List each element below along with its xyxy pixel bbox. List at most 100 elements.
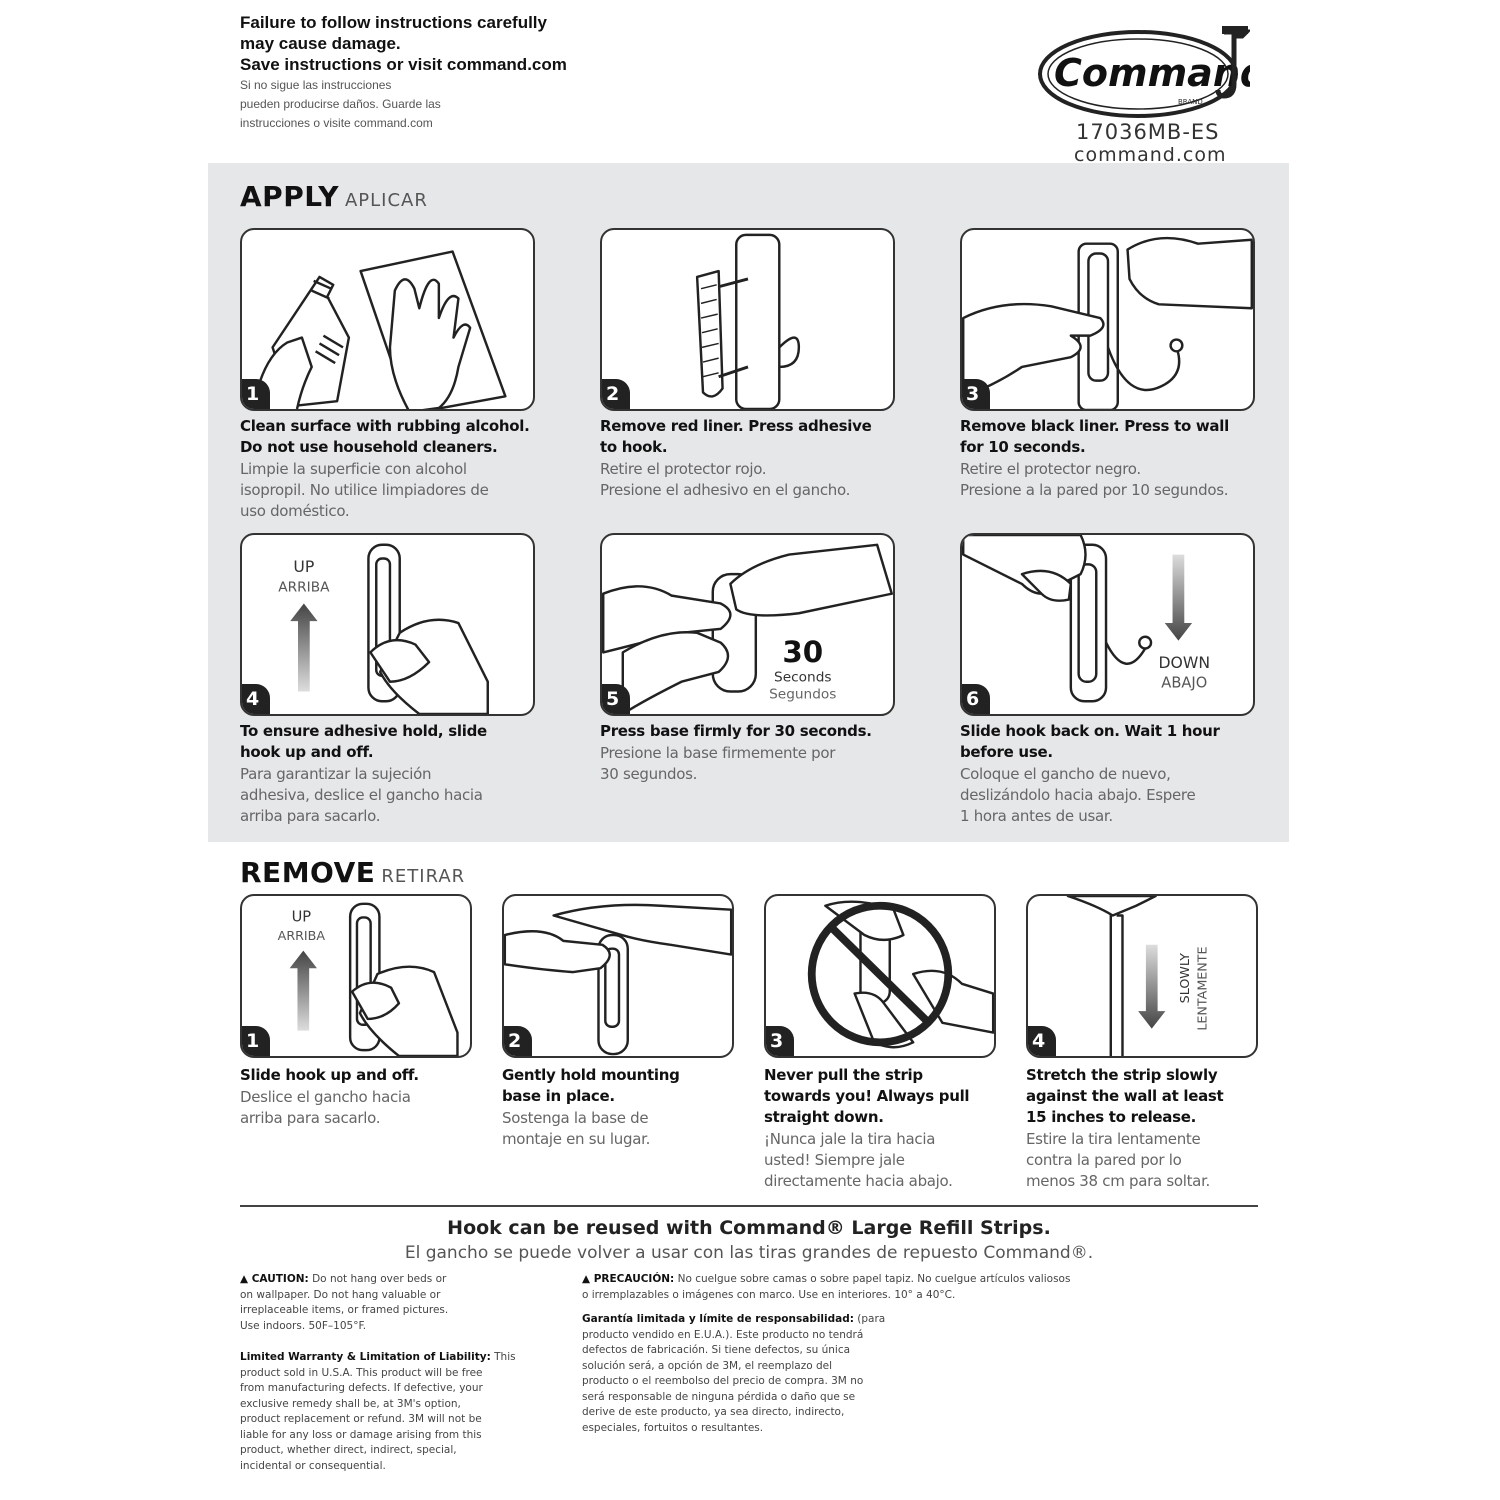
caption-es-line: usted! Siempre jale bbox=[764, 1151, 905, 1169]
slide-up-icon: UP ARRIBA bbox=[278, 902, 459, 1056]
step-number-badge: 3 bbox=[962, 379, 990, 409]
fine-line: irreplaceable items, or framed pictures. bbox=[240, 1304, 449, 1316]
reuse-note-en: Hook can be reused with Command® Large R… bbox=[447, 1217, 1051, 1239]
step-number-badge: 2 bbox=[504, 1026, 532, 1056]
caption-es-line: 30 segundos. bbox=[600, 765, 698, 783]
caption-en-line: straight down. bbox=[764, 1108, 884, 1126]
slide-up-icon: UP ARRIBA bbox=[278, 543, 489, 714]
caption-en-line: 15 inches to release. bbox=[1026, 1108, 1197, 1126]
step-number-badge: 2 bbox=[602, 379, 630, 409]
warranty-label: Limited Warranty & Limitation of Liabili… bbox=[240, 1351, 491, 1363]
caption-es-line: arriba para sacarlo. bbox=[240, 1109, 381, 1127]
caption-es-line: Presione la base firmemente por bbox=[600, 744, 836, 762]
apply-step-4-illustration: UP ARRIBA 4 bbox=[240, 533, 535, 716]
step-number-badge: 5 bbox=[602, 684, 630, 714]
precaucion-label: ▲ PRECAUCIÓN: bbox=[582, 1273, 675, 1285]
caption-es-line: Sostenga la base de bbox=[502, 1109, 649, 1127]
warning-en-line: Save instructions or visit command.com bbox=[240, 55, 567, 74]
warning-es: Si no sigue las instrucciones pueden pro… bbox=[240, 76, 660, 133]
caption-en-line: Press base firmly for 30 seconds. bbox=[600, 722, 872, 740]
fine-line: solución será, a opción de 3M, el reempl… bbox=[582, 1359, 833, 1372]
up-label: UP bbox=[292, 908, 312, 925]
step-number-badge: 4 bbox=[1028, 1026, 1056, 1056]
caption-en-line: Remove black liner. Press to wall bbox=[960, 417, 1229, 435]
caption-es-line: Retire el protector rojo. bbox=[600, 460, 767, 478]
step-number-badge: 4 bbox=[242, 684, 270, 714]
lentamente-label: LENTAMENTE bbox=[1194, 946, 1209, 1030]
fine-line: liable for any loss or damage arising fr… bbox=[240, 1428, 482, 1441]
remove-title-es: RETIRAR bbox=[381, 866, 466, 887]
caption-en-line: Never pull the strip bbox=[764, 1066, 923, 1084]
warning-block: Failure to follow instructions carefully… bbox=[240, 12, 660, 133]
caption-es-line: montaje en su lugar. bbox=[502, 1130, 651, 1148]
warning-en-line: Failure to follow instructions carefully bbox=[240, 13, 547, 32]
arriba-label: ARRIBA bbox=[278, 580, 330, 596]
apply-step-1-illustration: 1 bbox=[240, 228, 535, 411]
caption-en-line: towards you! Always pull bbox=[764, 1087, 970, 1105]
segundos-label: Segundos bbox=[769, 686, 836, 702]
fine-line: producto o el reembolso del precio de co… bbox=[582, 1375, 864, 1387]
up-label: UP bbox=[293, 557, 314, 576]
apply-step-6-illustration: DOWN ABAJO 6 bbox=[960, 533, 1255, 716]
caption-es-line: Coloque el gancho de nuevo, bbox=[960, 765, 1171, 783]
warranty-en: Limited Warranty & Limitation of Liabili… bbox=[240, 1350, 540, 1474]
fine-line: Do not hang over beds or bbox=[312, 1273, 447, 1285]
remove-step-1-caption: Slide hook up and off. Deslice el gancho… bbox=[240, 1065, 472, 1129]
apply-title-en: APPLY bbox=[240, 180, 339, 213]
fine-line: defectos de fabricación. Si tiene defect… bbox=[582, 1344, 851, 1356]
caption-en-line: to hook. bbox=[600, 438, 668, 456]
caption-en-line: against the wall at least bbox=[1026, 1087, 1224, 1105]
fine-line: on wallpaper. Do not hang valuable or bbox=[240, 1288, 441, 1301]
caption-en-line: Do not use household cleaners. bbox=[240, 438, 498, 456]
step-number-badge: 6 bbox=[962, 684, 990, 714]
caution-label: ▲ CAUTION: bbox=[240, 1273, 309, 1285]
apply-step-1-caption: Clean surface with rubbing alcohol. Do no… bbox=[240, 416, 540, 522]
caption-es-line: Para garantizar la sujeción bbox=[240, 765, 432, 783]
remove-step-3-illustration: 3 bbox=[764, 894, 996, 1058]
caption-en-line: before use. bbox=[960, 743, 1053, 761]
remove-step-2-illustration: 2 bbox=[502, 894, 734, 1058]
down-label: DOWN bbox=[1159, 653, 1211, 672]
fine-line: This bbox=[494, 1351, 516, 1363]
apply-step-3-illustration: 3 bbox=[960, 228, 1255, 411]
warning-en: Failure to follow instructions carefully… bbox=[240, 12, 660, 75]
do-not-pull-icon bbox=[807, 900, 994, 1049]
remove-step-1-illustration: UP ARRIBA 1 bbox=[240, 894, 472, 1058]
step-number-badge: 1 bbox=[242, 1026, 270, 1056]
caution-en: ▲ CAUTION: Do not hang over beds or on w… bbox=[240, 1272, 540, 1334]
caption-es-line: contra la pared por lo bbox=[1026, 1151, 1182, 1169]
garantia-es: Garantía limitada y límite de responsabi… bbox=[582, 1312, 922, 1436]
caption-es-line: isopropil. No utilice limpiadores de bbox=[240, 481, 489, 499]
warning-es-line: Si no sigue las instrucciones bbox=[240, 78, 392, 92]
product-code: 17036MB-ES bbox=[1076, 120, 1220, 144]
warning-es-line: instrucciones o visite command.com bbox=[240, 116, 433, 130]
caption-en-line: Clean surface with rubbing alcohol. bbox=[240, 417, 530, 435]
warning-en-line: may cause damage. bbox=[240, 34, 401, 53]
remove-step-4-illustration: SLOWLY LENTAMENTE 4 bbox=[1026, 894, 1258, 1058]
logo-text: Command bbox=[1054, 51, 1250, 95]
caption-es-line: arriba para sacarlo. bbox=[240, 807, 381, 825]
precaucion-es: ▲ PRECAUCIÓN: No cuelgue sobre camas o s… bbox=[582, 1272, 1222, 1303]
fine-line: from manufacturing defects. If defective… bbox=[240, 1382, 483, 1394]
fine-line: (para bbox=[857, 1313, 886, 1325]
fine-line: Use indoors. 50F–105°F. bbox=[240, 1319, 367, 1332]
caption-es-line: menos 38 cm para soltar. bbox=[1026, 1172, 1211, 1190]
slide-down-icon: DOWN ABAJO bbox=[962, 535, 1211, 703]
caption-es-line: uso doméstico. bbox=[240, 502, 350, 520]
apply-step-5-caption: Press base firmly for 30 seconds. Presio… bbox=[600, 721, 900, 785]
seconds-label: Seconds bbox=[774, 670, 832, 686]
fine-line: especiales, fortuitos o resultantes. bbox=[582, 1421, 764, 1434]
slowly-label: SLOWLY bbox=[1177, 953, 1192, 1004]
caption-en-line: base in place. bbox=[502, 1087, 615, 1105]
caption-es-line: Presione el adhesivo en el gancho. bbox=[600, 481, 851, 499]
clean-surface-icon bbox=[251, 250, 507, 409]
caption-es-line: deslizándolo hacia abajo. Espere bbox=[960, 786, 1196, 804]
caption-es-line: ¡Nunca jale la tira hacia bbox=[764, 1130, 936, 1148]
step-number-badge: 3 bbox=[766, 1026, 794, 1056]
hold-base-icon bbox=[504, 903, 732, 1056]
fine-line: No cuelgue sobre camas o sobre papel tap… bbox=[677, 1273, 1071, 1285]
